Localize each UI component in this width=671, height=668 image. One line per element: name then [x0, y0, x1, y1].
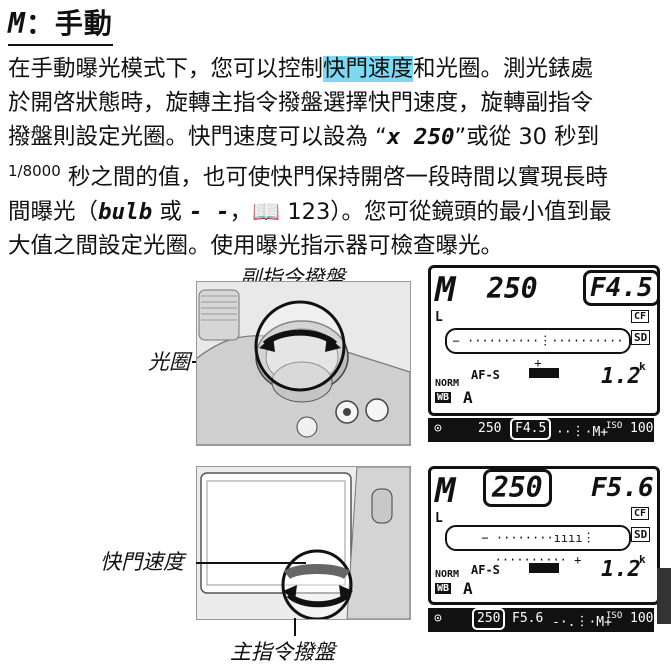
- exposure-indicator: − ··········︙·········· +: [445, 328, 631, 370]
- top-control-panel-lcd-shutter: M 250 F5.6 L − ········ıııı︙·········· +…: [428, 466, 660, 605]
- highlight-shutter-speed: 快門速度: [323, 56, 414, 82]
- battery-icon: [529, 563, 559, 573]
- shutter-speed-label: 快門速度: [100, 550, 184, 574]
- body-line: 1/8000 秒之間的值，也可使快門保持開啓一段時間以實現長時: [8, 162, 608, 191]
- exposure-indicator: − ········ıııı︙·········· +: [445, 525, 631, 567]
- viewfinder-display-aperture: ⊙ 250 F4.5 ··︙·M+ ISO 100: [428, 418, 654, 442]
- battery-icon: [529, 368, 559, 378]
- body-line: 大值之間設定光圈。使用曝光指示器可檢查曝光。: [8, 232, 504, 259]
- shutter-speed-display: 250: [483, 469, 552, 507]
- aperture-display: F4.5: [583, 270, 660, 306]
- aperture-label: 光圈: [148, 350, 190, 374]
- body-text: 在手動曝光模式下，您可以控制快門速度和光圈。測光錶處 於開啓狀態時，旋轉主指令撥…: [8, 52, 660, 263]
- body-line: 於開啓狀態時，旋轉主指令撥盤選擇快門速度，旋轉副指令: [8, 90, 594, 116]
- camera-back-dial-photo: [196, 466, 411, 620]
- top-control-panel-lcd-aperture: M 250 F4.5 L − ··········︙·········· + C…: [428, 265, 660, 416]
- main-command-dial-label: 主指令撥盤: [230, 640, 335, 664]
- body-line: 在手動曝光模式下，您可以控制快門速度和光圈。測光錶處: [8, 56, 594, 82]
- callout-line: [294, 618, 296, 636]
- mode-symbol: M: [8, 7, 26, 40]
- page-thumb-tab: [657, 568, 671, 624]
- mode-indicator: M: [435, 270, 456, 310]
- section-title: M：手動: [8, 2, 113, 46]
- mode-indicator: M: [435, 471, 456, 511]
- body-line: 撥盤則設定光圈。快門速度可以設為 “x 250”或從 30 秒到: [8, 124, 600, 150]
- metering-icon: ⊙: [434, 611, 442, 626]
- metering-icon: ⊙: [434, 421, 442, 436]
- book-icon: 📖: [252, 198, 281, 225]
- viewfinder-display-shutter: ⊙ 250 F5.6 -·.︙·M+ ISO 100: [428, 608, 654, 632]
- camera-front-dial-photo: [196, 281, 411, 446]
- shutter-speed-display: 250: [487, 272, 538, 305]
- aperture-display: F5.6: [591, 473, 654, 503]
- body-line: 間曝光（bulb 或 - -，📖 123）。您可從鏡頭的最小值到最: [8, 198, 612, 225]
- callout-line: [196, 562, 306, 564]
